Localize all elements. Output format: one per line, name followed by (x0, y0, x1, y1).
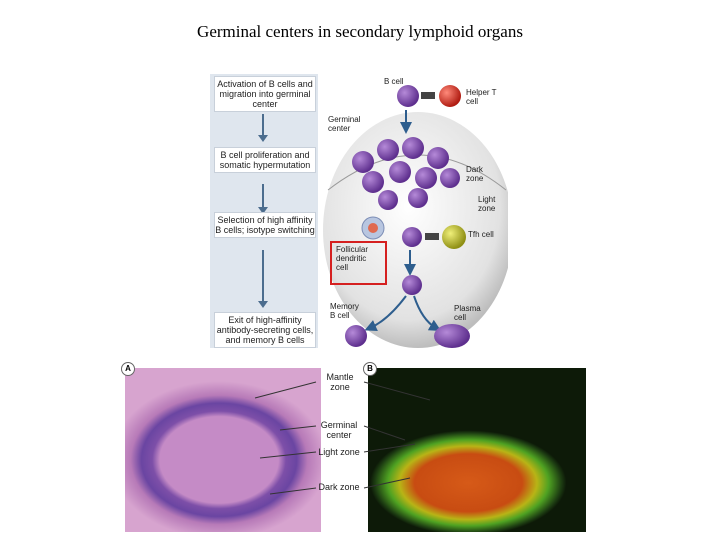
plasma-exit-arrow (413, 295, 442, 331)
label-light-zone: Light zone (478, 195, 496, 213)
selected-b-cell-icon (402, 227, 422, 247)
flow-arrow (258, 184, 268, 214)
germinal-center-diagram (323, 85, 508, 348)
label-germinal-center: Germinal center (328, 115, 361, 133)
helper-t-cell-icon (439, 85, 461, 107)
cell-contact (421, 92, 435, 99)
label-panel-germinal-center: Germinal center (320, 420, 358, 440)
histology-panel-a (125, 368, 321, 532)
process-flow: Activation of B cells and migration into… (210, 74, 318, 348)
b-cell-icon (397, 85, 419, 107)
label-memory-b-cell: Memory B cell (330, 302, 359, 320)
fluorescence-panel-b (368, 368, 586, 532)
flow-step-exit: Exit of high-affinity antibody-secreting… (214, 312, 316, 348)
fdc-nucleus (368, 223, 378, 233)
label-plasma-cell: Plasma cell (454, 304, 481, 322)
panel-a-tag: A (121, 362, 135, 376)
label-tfh-cell: Tfh cell (468, 230, 494, 239)
fdc-highlight-box (330, 241, 387, 285)
label-panel-dark-zone: Dark zone (318, 482, 360, 492)
flow-step-proliferation: B cell proliferation and somatic hypermu… (214, 147, 316, 173)
label-panel-light-zone: Light zone (318, 447, 360, 457)
flow-step-activation: Activation of B cells and migration into… (214, 76, 316, 112)
tfh-cell-icon (442, 225, 466, 249)
label-dark-zone: Dark zone (466, 165, 484, 183)
label-follicular-dendritic-cell: Follicular dendritic cell (336, 245, 369, 272)
flow-arrow (258, 250, 268, 308)
dark-zone-cells (352, 137, 460, 210)
flow-step-selection: Selection of high affinity B cells; isot… (214, 212, 316, 238)
flow-arrow (258, 114, 268, 142)
tfh-contact (425, 233, 439, 240)
panel-b-tag: B (363, 362, 377, 376)
plasma-cell-icon (434, 324, 470, 348)
panel-leader-lines (254, 381, 431, 495)
label-helper-t-cell: Helper T cell (466, 88, 497, 106)
exiting-b-cell-icon (402, 275, 422, 295)
memory-b-cell-icon (345, 325, 367, 347)
label-b-cell: B cell (384, 77, 404, 86)
page-title: Germinal centers in secondary lymphoid o… (197, 22, 523, 41)
label-mantle-zone: Mantle zone (326, 372, 354, 392)
memory-exit-arrow (364, 295, 407, 332)
